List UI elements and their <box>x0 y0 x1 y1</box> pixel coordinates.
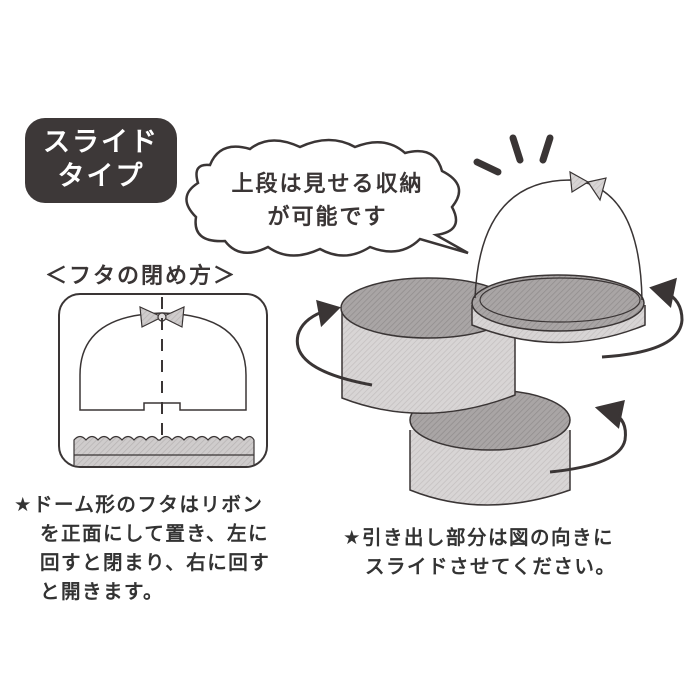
rotate-arrow-icon <box>549 399 627 474</box>
ribbon-bow-icon <box>139 306 185 328</box>
note-line: を正面にして置き、左に <box>40 522 270 545</box>
ribbon-bow-icon <box>569 170 607 202</box>
lid-closing-title: ＜フタの閉め方＞ <box>45 264 238 289</box>
drawer-slide-note: ★引き出し部分は図の向きに スライドさせてください。 <box>343 523 700 581</box>
bubble-line-2: が可能です <box>267 205 388 230</box>
note-line: 回すと閉まり、右に回す <box>40 551 271 574</box>
note-line: と開きます。 <box>40 580 165 603</box>
star-icon: ★ <box>343 526 362 549</box>
stacking-box-illustration <box>295 134 684 506</box>
badge-line-2: タイプ <box>57 161 145 192</box>
note-line: 引き出し部分は図の向きに <box>361 526 614 549</box>
slide-type-badge: スライド タイプ <box>25 118 177 203</box>
badge-line-1: スライド <box>43 127 159 158</box>
dome-lid-front-diagram <box>73 297 255 466</box>
lid-diagram-frame <box>58 293 268 468</box>
speech-bubble-icon <box>185 138 469 257</box>
sparkle-lines-icon <box>473 134 554 176</box>
rotate-arrow-icon <box>295 299 373 387</box>
rotate-arrow-icon <box>601 277 684 359</box>
note-line: スライドさせてください。 <box>365 555 617 578</box>
note-line: ドーム形のフタはリボン <box>32 493 264 516</box>
speech-bubble-text: 上段は見せる収納 が可能です <box>200 168 455 234</box>
star-icon: ★ <box>14 493 33 516</box>
bubble-line-1: 上段は見せる収納 <box>231 172 424 197</box>
lid-closing-note: ★ドーム形のフタはリボン を正面にして置き、左に 回すと閉まり、右に回す と開き… <box>14 490 334 606</box>
